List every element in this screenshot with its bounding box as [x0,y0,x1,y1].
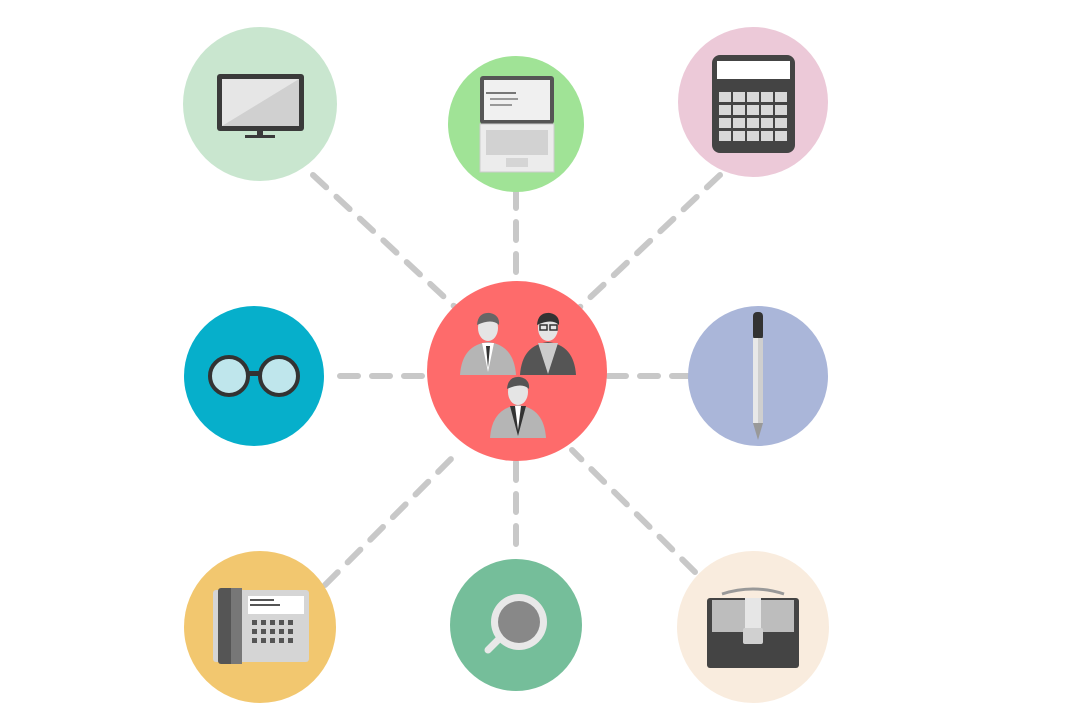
connector-monitor [310,172,458,310]
person-left [460,312,516,375]
node-pen[interactable] [688,306,828,446]
laptop-icon [479,76,555,173]
node-calculator[interactable] [678,27,828,177]
briefcase-icon [707,587,799,668]
node-monitor[interactable] [183,27,337,181]
node-cup[interactable] [450,559,582,691]
node-briefcase[interactable] [677,551,829,703]
calculator-icon [712,55,795,153]
desk-phone-icon [213,588,309,664]
center-circle [427,281,607,461]
glasses-icon [208,355,300,397]
business-team-icon [460,312,576,438]
monitor-icon [217,74,304,138]
person-right [520,312,576,375]
node-center-team[interactable] [427,281,607,461]
connector-briefcase [569,447,698,575]
connectors [310,172,723,588]
node-phone[interactable] [184,551,336,703]
pen-icon [753,312,763,440]
connector-calculator [577,172,723,310]
node-laptop[interactable] [448,56,584,192]
person-bottom [490,376,546,438]
node-glasses[interactable] [184,306,324,446]
connector-phone [322,447,463,588]
coffee-cup-icon [484,594,547,654]
